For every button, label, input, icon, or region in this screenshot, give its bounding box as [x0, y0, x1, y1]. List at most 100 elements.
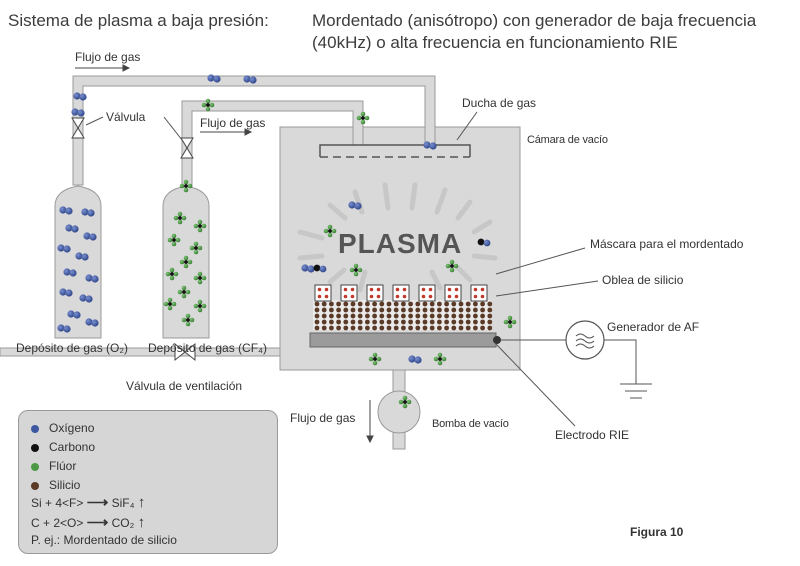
wafer-silicon-atoms — [314, 301, 493, 331]
silicon-atom — [401, 319, 406, 325]
oxygen-atom — [57, 324, 65, 332]
silicon-atom — [343, 294, 348, 299]
silicon-atom — [314, 301, 320, 307]
silicon-atom — [402, 287, 407, 292]
fluorine-atom — [197, 219, 203, 225]
valve-cf4 — [180, 137, 194, 159]
fluorine-atom — [185, 321, 191, 327]
fluorine-atom — [402, 403, 408, 409]
legend-item-fluor: Flúor — [31, 459, 76, 473]
silicon-atom — [372, 313, 377, 319]
silicon-atom — [357, 325, 363, 331]
silicon-atom — [422, 325, 428, 331]
oxygen-atom — [213, 75, 221, 83]
silicon-atom — [365, 313, 370, 319]
fluorine-atom — [173, 215, 179, 221]
silicon-atom — [415, 319, 421, 325]
gas-pipes — [0, 75, 436, 450]
oxygen-atom — [63, 245, 71, 253]
oxygen-atom — [73, 92, 81, 100]
equation-reactants: C + 2<O> — [31, 516, 84, 530]
fluorine-atom — [173, 271, 179, 277]
fluorine-atom — [353, 263, 359, 269]
silicon-atom — [480, 313, 485, 319]
oxygen-atom — [249, 76, 257, 84]
silicon-atom — [379, 319, 385, 325]
silicon-atom — [336, 301, 341, 307]
silicon-atom — [393, 307, 399, 313]
silicon-atom — [437, 301, 442, 307]
silicon-atom — [386, 325, 392, 331]
fluorine-atom — [193, 275, 199, 281]
fluorine-atom — [356, 115, 362, 121]
silicon-atom — [343, 301, 349, 307]
silicon-atom — [321, 301, 327, 307]
gas-atoms — [57, 74, 517, 409]
carbon-atom — [508, 320, 512, 324]
silicon-atom — [336, 307, 341, 313]
carbon-atom — [198, 276, 202, 280]
carbon-atom — [198, 304, 202, 308]
oxygen-dot-icon — [31, 424, 39, 433]
carbon-atom — [178, 216, 182, 220]
silicon-atom — [321, 313, 327, 319]
fluorine-atom — [197, 227, 203, 233]
fluorine-atom — [181, 317, 187, 323]
silicon-atom — [314, 319, 320, 325]
fluorine-atom — [175, 237, 181, 243]
oxygen-atom — [91, 319, 99, 327]
silicon-atom — [458, 325, 464, 331]
silicon-atom — [350, 294, 355, 299]
silicon-atom — [357, 313, 363, 319]
rie-electrode — [309, 332, 497, 348]
silicon-atom — [372, 319, 377, 325]
oxygen-atom — [81, 253, 89, 261]
carbon-atom — [172, 238, 176, 242]
silicon-atom — [379, 307, 385, 313]
arrow-right-icon: ⟶ — [86, 494, 109, 511]
fluorine-atom — [449, 267, 455, 273]
silicon-atom — [473, 301, 478, 307]
label-mascara: Máscara para el mordentado — [590, 237, 744, 251]
fluorine-atom — [183, 187, 189, 193]
oxygen-atom — [81, 208, 89, 216]
silicon-atom — [350, 287, 355, 292]
fluorine-atom — [349, 267, 355, 273]
fluorine-atom — [189, 245, 195, 251]
silicon-atom — [428, 294, 433, 299]
silicon-atom — [465, 307, 471, 313]
silicon-atom — [369, 287, 374, 292]
silicon-atom — [329, 313, 334, 319]
fluorine-atom — [193, 241, 199, 247]
fluorine-atom — [193, 303, 199, 309]
silicon-atom — [401, 307, 406, 313]
silicon-atom — [369, 294, 374, 299]
oxygen-atom — [65, 224, 73, 232]
carbon-atom — [198, 224, 202, 228]
silicon-atom — [429, 325, 435, 331]
equation-sif4: Si + 4<F> ⟶ SiF₄ ↑ — [31, 493, 145, 511]
oxygen-atom — [79, 294, 87, 302]
fluorine-atom — [193, 249, 199, 255]
fluorine-atom — [197, 307, 203, 313]
silicon-atom — [314, 325, 320, 331]
silicon-atom — [343, 319, 349, 325]
oxygen-atom — [319, 265, 327, 273]
fluorine-atom — [441, 356, 447, 362]
silicon-atom — [324, 294, 329, 299]
oxygen-atom — [301, 264, 309, 272]
legend-label: Silicio — [49, 478, 81, 492]
silicon-atom — [408, 325, 413, 331]
equation-product: CO₂ — [111, 516, 135, 530]
silicon-atom — [480, 294, 485, 299]
fluorine-atom — [177, 219, 183, 225]
silicon-atom — [376, 287, 381, 292]
fluorine-atom — [364, 115, 370, 121]
oxygen-atom — [59, 288, 67, 296]
mask-block — [392, 284, 410, 302]
oxygen-atom — [65, 207, 73, 215]
silicon-atom — [473, 313, 478, 319]
equation-reactants: Si + 4<F> — [31, 496, 84, 510]
label-flujo-gas-mid: Flujo de gas — [200, 116, 266, 130]
silicon-atom — [365, 319, 370, 325]
